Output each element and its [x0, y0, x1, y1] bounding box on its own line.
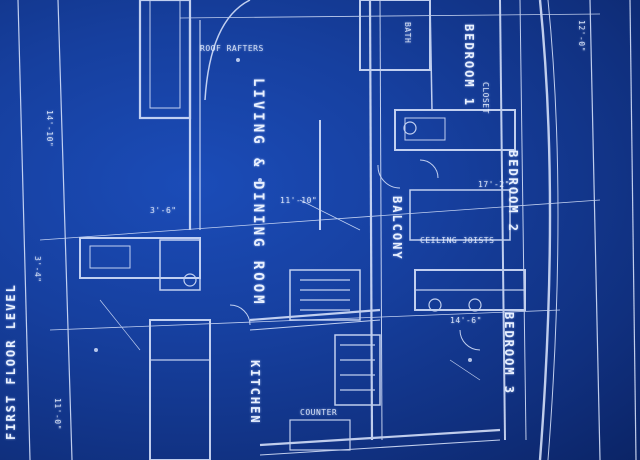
dimension-label: 17'-2" — [478, 180, 510, 189]
room-label-balcony: BALCONY — [390, 196, 404, 261]
dimension-label: 14'-10" — [45, 110, 54, 148]
dimension-label: 3'-4" — [33, 256, 42, 283]
note-ceiling-joists: CEILING JOISTS — [420, 236, 495, 245]
note-roof-rafters: ROOF RAFTERS — [200, 44, 264, 53]
note-counter: COUNTER — [300, 408, 338, 417]
room-label-bath: BATH — [403, 22, 412, 44]
dimension-label: 3'-6" — [150, 206, 177, 215]
room-label-bedroom3: BEDROOM 3 — [502, 312, 516, 396]
room-label-bedroom2: BEDROOM 2 — [506, 150, 520, 234]
room-label-bedroom1: BEDROOM 1 — [462, 24, 476, 108]
level-title: FIRST FLOOR LEVEL — [4, 283, 18, 440]
dimension-label: 14'-6" — [450, 316, 482, 325]
room-label-living: LIVING & DINING ROOM — [250, 78, 266, 307]
dimension-label: 11'-0" — [53, 398, 62, 430]
dimension-label: 11'-10" — [280, 196, 318, 205]
dimension-label: 12'-0" — [577, 20, 586, 52]
room-label-closet: CLOSET — [481, 82, 490, 114]
room-label-kitchen: KITCHEN — [248, 360, 262, 425]
